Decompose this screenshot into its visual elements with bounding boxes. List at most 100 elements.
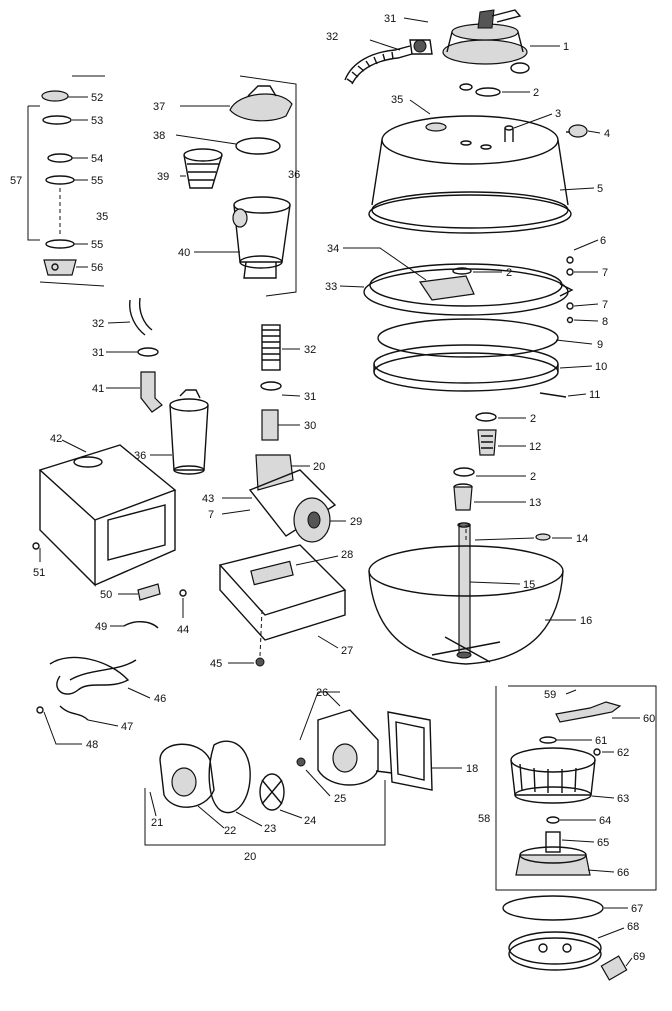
callout-20-pump: 20 xyxy=(313,461,325,473)
part-screw-44 xyxy=(179,589,187,597)
callout-30: 30 xyxy=(304,420,316,432)
callout-6: 6 xyxy=(600,235,606,247)
callout-7-pump: 7 xyxy=(208,509,214,521)
part-oring-53 xyxy=(42,115,72,125)
part-nut-25 xyxy=(296,757,306,767)
callout-42: 42 xyxy=(50,433,62,445)
part-tank-base-16 xyxy=(368,525,564,665)
callout-1: 1 xyxy=(563,41,569,53)
part-valve-1 xyxy=(409,9,530,74)
part-52 xyxy=(41,90,69,102)
part-56 xyxy=(43,259,77,276)
callout-7-b: 7 xyxy=(602,299,608,311)
callout-53: 53 xyxy=(91,115,103,127)
callout-38: 38 xyxy=(153,130,165,142)
bracket-57 xyxy=(27,75,105,241)
part-basket-39 xyxy=(183,148,223,189)
part-rotor-66 xyxy=(515,831,591,876)
part-seal-plate-26 xyxy=(317,709,379,786)
part-gasket-18 xyxy=(387,711,433,791)
part-base-68 xyxy=(508,931,602,971)
callout-47: 47 xyxy=(121,721,133,733)
part-volute-21-22 xyxy=(159,743,215,808)
callout-7-a: 7 xyxy=(602,267,608,279)
callout-24: 24 xyxy=(304,815,316,827)
part-oring-2-mid xyxy=(475,412,497,422)
callout-35-left: 35 xyxy=(96,211,108,223)
callout-32-pump: 32 xyxy=(304,344,316,356)
part-strainer-pot-36 xyxy=(169,389,209,475)
callout-34: 34 xyxy=(327,243,339,255)
part-pin-bolt xyxy=(375,770,393,774)
callout-41: 41 xyxy=(92,383,104,395)
callout-16: 16 xyxy=(580,615,592,627)
part-strainer-12 xyxy=(477,429,497,456)
part-impeller-24 xyxy=(259,773,285,811)
part-clip-49 xyxy=(123,621,159,629)
part-oring-55b xyxy=(45,239,75,249)
part-hose-32-top xyxy=(344,45,413,85)
leader-lines xyxy=(39,17,640,967)
part-gasket-38 xyxy=(235,137,281,155)
callout-56: 56 xyxy=(91,262,103,274)
callout-35-top: 35 xyxy=(391,94,403,106)
part-oring-9 xyxy=(377,318,559,358)
callout-52: 52 xyxy=(91,92,103,104)
part-fitting-69 xyxy=(600,955,628,981)
part-power-cord-46 xyxy=(49,656,137,695)
part-hose-32-left xyxy=(129,297,153,336)
callout-29: 29 xyxy=(350,516,362,528)
bracket-36-upper xyxy=(239,75,297,297)
callout-31-top: 31 xyxy=(384,13,396,25)
callout-2-upper: 2 xyxy=(530,413,536,425)
callout-51: 51 xyxy=(33,567,45,579)
part-tank-lid-5 xyxy=(368,115,572,234)
callout-39: 39 xyxy=(157,171,169,183)
part-motor-29 xyxy=(248,469,337,543)
callout-2-valve: 2 xyxy=(533,87,539,99)
callout-59-top: 59 xyxy=(544,689,556,701)
part-strainer-housing-40 xyxy=(232,196,291,279)
part-plug-48 xyxy=(36,706,44,714)
part-washer-small xyxy=(459,83,473,91)
part-fitting-13 xyxy=(453,483,473,511)
callout-12: 12 xyxy=(529,441,541,453)
part-pot-cover-37 xyxy=(229,85,293,122)
callout-10: 10 xyxy=(595,361,607,373)
callout-55-b: 55 xyxy=(91,239,103,251)
callout-8: 8 xyxy=(602,316,608,328)
part-plate-50 xyxy=(137,583,161,601)
callout-37: 37 xyxy=(153,101,165,113)
part-valve-body-63 xyxy=(510,747,596,804)
part-union-31-left xyxy=(137,347,159,357)
bracket-20-bottom xyxy=(144,780,386,846)
part-standpipe-15 xyxy=(431,522,501,663)
callout-labels: 1 2 3 4 5 6 7 7 8 9 10 11 2 12 2 13 14 1… xyxy=(10,13,655,963)
callout-31-pump: 31 xyxy=(304,391,316,403)
callout-25: 25 xyxy=(334,793,346,805)
part-gasket-23 xyxy=(208,740,251,814)
part-gasket-67 xyxy=(502,895,604,921)
callout-11: 11 xyxy=(589,389,600,401)
callout-58: 58 xyxy=(478,813,490,825)
part-band-10 xyxy=(373,344,559,392)
part-ring-54 xyxy=(47,153,73,163)
callout-18: 18 xyxy=(466,763,478,775)
callout-48: 48 xyxy=(86,739,98,751)
callout-21: 21 xyxy=(151,817,163,829)
callout-33: 33 xyxy=(325,281,337,293)
callout-15: 15 xyxy=(523,579,535,591)
dash-45 xyxy=(259,609,263,657)
callout-62: 62 xyxy=(617,747,629,759)
callout-36-upper: 36 xyxy=(288,169,300,181)
callout-4: 4 xyxy=(604,128,610,140)
part-oring-64 xyxy=(546,816,560,824)
callout-55-a: 55 xyxy=(91,175,103,187)
callout-67: 67 xyxy=(631,903,643,915)
callout-69: 69 xyxy=(633,951,645,963)
part-oring-61 xyxy=(539,736,557,744)
callout-61: 61 xyxy=(595,735,607,747)
callout-65: 65 xyxy=(597,837,609,849)
part-clamp-hardware-6-8 xyxy=(559,256,574,324)
